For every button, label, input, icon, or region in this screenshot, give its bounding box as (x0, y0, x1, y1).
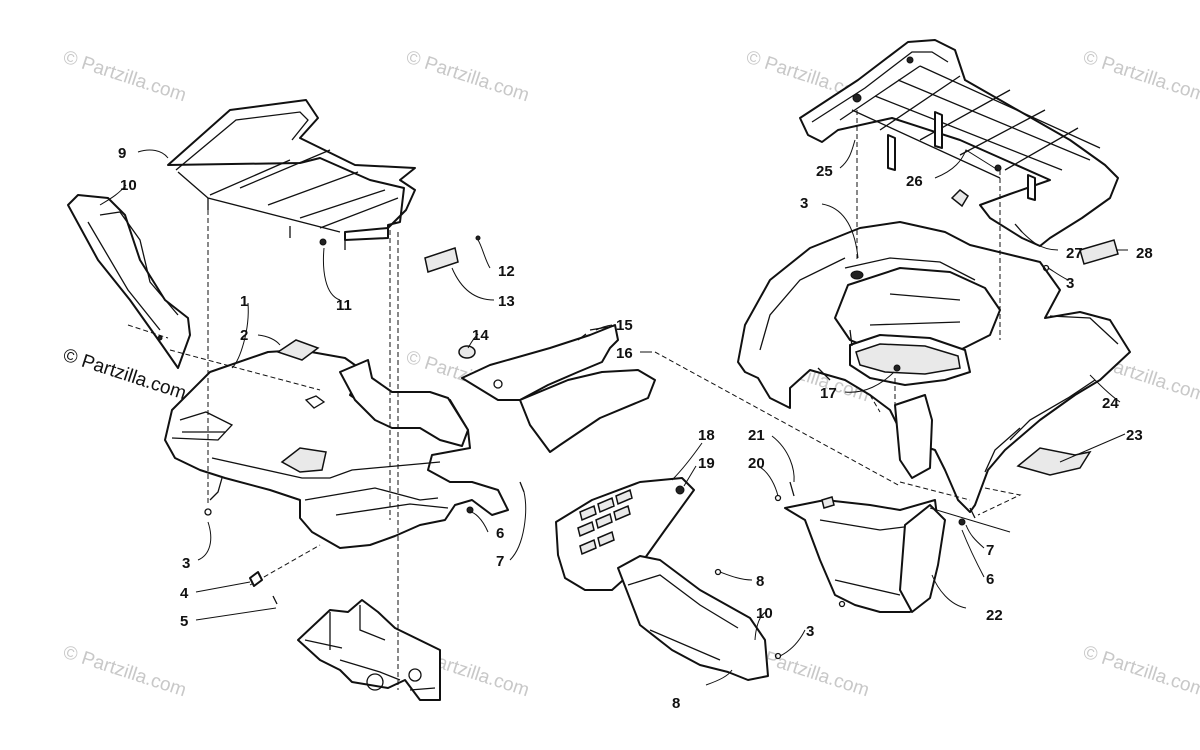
rear-alignment-lines (654, 110, 1022, 516)
callout-28: 28 (1136, 245, 1153, 262)
callout-8: 8 (672, 695, 680, 712)
watermark: © Partzilla.com (403, 47, 531, 107)
callout-3: 3 (1066, 275, 1074, 292)
callout-16: 16 (616, 345, 633, 362)
callout-5: 5 (180, 613, 188, 630)
rear-reflector-28 (1079, 239, 1119, 265)
callout-6: 6 (986, 571, 994, 588)
rear-reflector-23 (1016, 447, 1092, 476)
callout-3: 3 (182, 555, 190, 572)
splash-guard-22 (784, 496, 946, 613)
callout-13: 13 (498, 293, 515, 310)
callout-15: 15 (616, 317, 633, 334)
front-fender-1 (164, 349, 509, 549)
callout-25: 25 (816, 163, 833, 180)
callout-2: 2 (240, 327, 248, 344)
side-panel-15 (461, 324, 656, 453)
callout-27: 27 (1066, 245, 1083, 262)
cap-14 (458, 345, 476, 359)
callout-8: 8 (756, 573, 764, 590)
front-hardware (204, 235, 525, 605)
callout-10: 10 (120, 177, 137, 194)
side-panel-18 (555, 477, 695, 591)
callout-24: 24 (1102, 395, 1119, 412)
callout-9: 9 (118, 145, 126, 162)
callout-19: 19 (698, 455, 715, 472)
callout-17: 17 (820, 385, 837, 402)
callout-12: 12 (498, 263, 515, 280)
callout-7: 7 (986, 542, 994, 559)
callout-26: 26 (906, 173, 923, 190)
rear-fender-24 (737, 221, 1131, 513)
splash-guard-10 (617, 555, 769, 681)
front-cap-2 (276, 339, 320, 361)
watermark: © Partzilla.com (60, 47, 188, 107)
callout-3: 3 (800, 195, 808, 212)
callout-10: 10 (756, 605, 773, 622)
callout-20: 20 (748, 455, 765, 472)
callout-18: 18 (698, 427, 715, 444)
front-frame (297, 599, 441, 701)
callout-3: 3 (806, 623, 814, 640)
watermark: © Partzilla.com (1080, 47, 1200, 107)
front-rack (167, 99, 416, 250)
callout-23: 23 (1126, 427, 1143, 444)
callout-4: 4 (180, 585, 189, 602)
callout-11: 11 (336, 297, 352, 314)
front-alignment-lines (127, 210, 399, 690)
watermark: © Partzilla.com (1080, 642, 1200, 702)
callout-21: 21 (748, 427, 765, 444)
callout-numbers: 9 10 1 2 3 4 5 6 7 11 12 13 14 15 16 18 … (118, 145, 1153, 712)
watermark: © Partzilla.com (60, 642, 188, 702)
rear-rack (799, 39, 1119, 247)
callout-1: 1 (240, 293, 248, 310)
callout-14: 14 (472, 327, 489, 344)
leader-lines (99, 139, 1128, 686)
callout-6: 6 (496, 525, 504, 542)
front-bracket-10 (67, 194, 191, 369)
callout-22: 22 (986, 607, 1003, 624)
callout-7: 7 (496, 553, 504, 570)
